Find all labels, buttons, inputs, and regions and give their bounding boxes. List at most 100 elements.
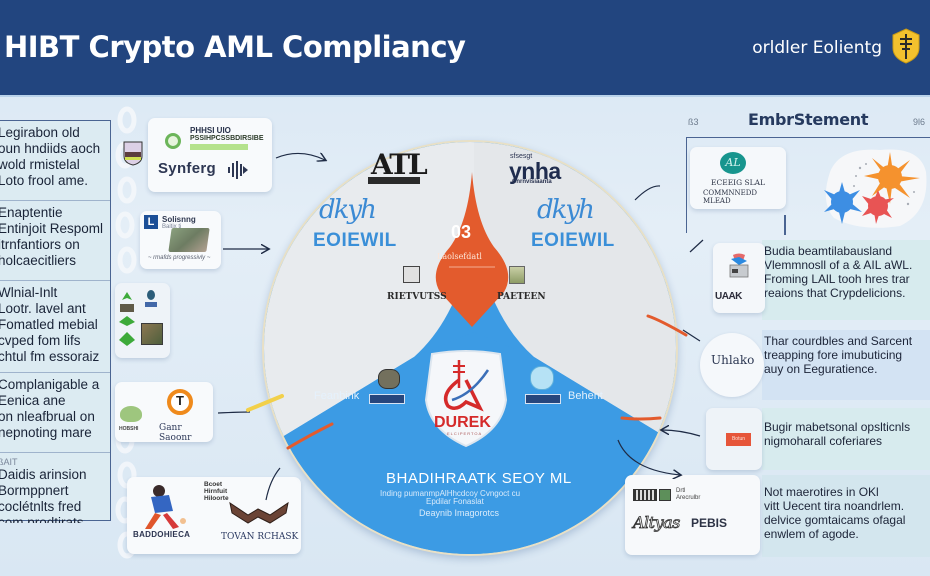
badminton-text-line: Hiloorte <box>204 495 229 502</box>
aml-logo-card: AL ECEEIG SLAL COMMNNEDD MLEAD <box>690 147 786 209</box>
right-item-line: reaions that Crypdelicions. <box>764 286 906 300</box>
shield-subtitle: ELCIPERTOA <box>447 431 483 436</box>
altyas-small-line: Drtl <box>676 488 686 494</box>
right-item-line: nigmoharall coferiares <box>764 434 883 448</box>
left-text-panel: Legirabon old oun hndiids aoch wold rmis… <box>0 120 111 523</box>
right-segment <box>474 142 676 442</box>
left-item-line: oun hndiids aoch <box>0 141 101 156</box>
center-drop <box>435 172 509 327</box>
picture-icon <box>141 323 163 345</box>
script-logo-left: dkyh <box>319 195 377 225</box>
left-item-line: coclétnlts fred <box>0 499 82 514</box>
connector-arrow <box>689 239 704 253</box>
circle-check-icon <box>165 133 181 149</box>
left-item-line: cvped fom lifs <box>0 333 81 348</box>
label-left: RIETVUTSS <box>387 292 447 302</box>
brand-label-right: EOIEWIL <box>531 230 615 251</box>
ynha-small-text: sfsesgt <box>510 153 533 160</box>
left-item-line: holcaecitliers <box>0 253 77 268</box>
solution-sub: Baitix ti <box>162 224 182 230</box>
left-item-line: Loto frool ame. <box>0 173 89 188</box>
synergo-small-text: PHHSI UIO <box>190 126 231 135</box>
left-item-line: Lootr. lavel ant <box>0 301 86 316</box>
aml-card-line: COMMNNEDD MLEAD <box>703 189 758 205</box>
tree-icon <box>145 290 157 307</box>
uhlako-label: Uhlako <box>711 353 755 367</box>
ring-logo-icon <box>167 389 193 415</box>
tree-icon <box>120 406 142 422</box>
right-item: Not maerotires in OKl vitt Uecent tira n… <box>762 475 930 557</box>
barcode-icon <box>633 489 657 501</box>
right-item-line: Budia beamtilabausland <box>764 244 893 258</box>
left-item-line: Complanigable a <box>0 377 100 392</box>
left-item: Wlnial-Inlt Lootr. lavel ant Fomatled me… <box>0 281 110 373</box>
badminton-right-label: TOVAN RCHASK <box>221 532 299 542</box>
synergo-wordmark: Synferg <box>158 160 216 177</box>
side-label-right: Behent <box>568 390 603 402</box>
left-item-tag: ßAIT <box>0 457 18 467</box>
badminton-text-line: Hirnfuit <box>204 488 228 495</box>
connector-arrow <box>682 329 701 342</box>
left-item-line: Fomatled mebial <box>0 317 98 332</box>
left-item-line: Eenica ane <box>0 393 66 408</box>
aml-circle-icon: AL <box>720 152 746 174</box>
left-item-line: Wlnial-Inlt <box>0 285 58 300</box>
building-icon <box>509 266 525 284</box>
central-circle <box>262 140 678 556</box>
right-item: Bugir mabetsonal opslticnls nigmoharall … <box>762 408 930 470</box>
aml-card-line: ECEEIG SLAL <box>711 178 766 187</box>
globe-icon <box>530 366 554 390</box>
frame-divider <box>784 215 786 235</box>
side-label-left: Feanbink <box>314 390 360 402</box>
atl-logo-bar <box>368 177 420 184</box>
brand-name: orldler Eolientg <box>752 38 882 58</box>
page-title: HIBT Crypto AML Compliancy <box>4 30 466 64</box>
left-item-line: itrnfantiors on <box>0 237 80 252</box>
uhlako-badge <box>700 333 764 397</box>
left-item-line: Bormppnert <box>0 483 69 498</box>
altyas-pebis: PEBIS <box>691 516 728 530</box>
tree-label: HOBSHI <box>119 426 139 432</box>
document-icon <box>403 266 420 283</box>
section-title: EmbrStement <box>748 110 869 129</box>
circle-bottom-line: Inding pumanmpAlHhcdcoy Cvngoct cu <box>380 489 521 498</box>
leaf-icon <box>659 489 671 501</box>
right-item-line: Thar courdbles and Sarcent <box>764 334 913 348</box>
right-item-line: delvice gomtaicams ofagal <box>764 513 906 527</box>
left-item: ßAIT Daidis arinsion Bormppnert coclétnl… <box>0 453 110 523</box>
altyas-small-text: Drtl Arecrulbr <box>676 488 700 502</box>
section-frame <box>686 137 930 233</box>
brand-label-left: EOIEWIL <box>313 230 397 251</box>
gapt-label: Ganr Saoonr <box>159 423 192 443</box>
badminton-text-line: Bcoet <box>204 481 223 488</box>
ynha-logo: ynha <box>509 158 561 184</box>
right-item: Budia beamtilabausland Vlemmnosll of a &… <box>762 240 930 320</box>
synergo-sub-text: PSSIHPCSSBDIRSIBE <box>190 135 264 142</box>
section-number-right: 9l6 <box>913 117 926 127</box>
solution-logo-icon: L <box>144 215 158 229</box>
altyas-small-line: Arecrulbr <box>676 495 701 501</box>
section-number-left: ß3 <box>688 117 699 127</box>
machine-icon <box>729 253 749 278</box>
solution-scribble: ~ rmafds progressivly ~ <box>148 255 211 261</box>
right-item: Thar courdbles and Sarcent treapping for… <box>762 330 930 400</box>
uaak-logo-card: UAAK <box>713 243 765 313</box>
left-item-line: nepnoting mare <box>0 425 92 440</box>
name-plate-left <box>369 394 405 404</box>
plant-logo-card <box>115 283 170 358</box>
altyas-wordmark: Altyas <box>633 513 681 533</box>
center-number: 03 <box>451 222 472 242</box>
badminton-caption: BADDOHIECA <box>133 530 191 539</box>
circle-bottom-line: Deaynib Imagorotcs <box>419 508 500 518</box>
right-item-line: Bugir mabetsonal opslticnls <box>764 420 911 434</box>
right-item-line: Froming LAlL tooh hres trar <box>764 272 910 286</box>
left-item-line: com prodtirats <box>0 515 84 523</box>
badge-icon <box>123 141 143 166</box>
left-item-line: chtul fm essoraiz <box>0 349 100 364</box>
left-item-line: wold rmistelal <box>0 157 80 172</box>
device-box-icon <box>168 228 210 252</box>
center-label: Laolsefdatl <box>437 252 482 261</box>
ynha-subtext: Cnrnvisiaanta <box>512 179 552 185</box>
circle-bottom-line: Epdilar Fonaslat <box>426 497 484 506</box>
left-segment <box>264 142 474 442</box>
